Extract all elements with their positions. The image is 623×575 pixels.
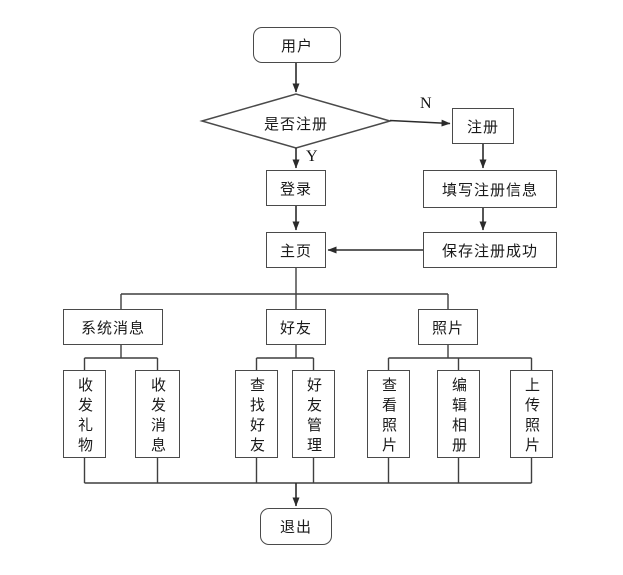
node-upload-photos: 上传照片 xyxy=(510,370,553,458)
edge-label-yes: Y xyxy=(306,148,318,165)
node-exit: 退出 xyxy=(260,508,332,545)
node-find-friends: 查找好友 xyxy=(235,370,278,458)
node-register: 注册 xyxy=(452,108,514,144)
node-photos: 照片 xyxy=(418,309,478,345)
edge-label-no: N xyxy=(420,95,432,112)
node-decision-label: 是否注册 xyxy=(263,116,328,133)
node-save-registration-success: 保存注册成功 xyxy=(423,232,557,268)
node-view-photos: 查看照片 xyxy=(367,370,410,458)
node-send-receive-messages: 收发消息 xyxy=(135,370,180,458)
arrow-decision-to-register xyxy=(389,119,451,127)
tree-connector-lines xyxy=(83,268,533,484)
node-user: 用户 xyxy=(253,27,341,63)
node-friend-management: 好友管理 xyxy=(292,370,335,458)
node-login: 登录 xyxy=(266,170,326,206)
node-home: 主页 xyxy=(266,232,326,268)
node-fill-registration-info: 填写注册信息 xyxy=(423,170,557,208)
node-system-messages: 系统消息 xyxy=(63,309,163,345)
node-send-receive-gifts: 收发礼物 xyxy=(63,370,106,458)
node-friends: 好友 xyxy=(266,309,326,345)
node-edit-album: 编辑相册 xyxy=(437,370,480,458)
